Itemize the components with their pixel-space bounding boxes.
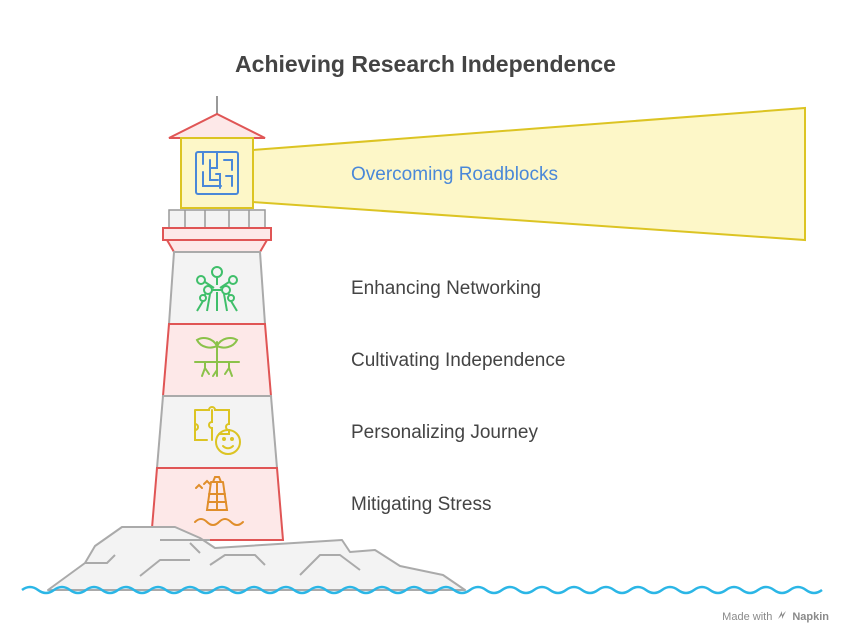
napkin-logo-icon [776,609,788,624]
balcony-skirt [165,239,269,253]
rocks [47,526,466,591]
maze-icon [195,151,239,195]
sprout-icon [194,337,240,377]
balcony-band [162,227,272,241]
lighthouse-roof [168,112,266,139]
puzzle-face-icon [194,406,241,455]
tower-segment-journey [155,395,279,469]
layer-label-independence: Cultivating Independence [351,350,566,371]
watermark: Made with Napkin [722,609,829,624]
watermark-prefix: Made with [722,610,773,623]
layer-label-roadblocks: Overcoming Roadblocks [351,164,558,185]
diagram-title: Achieving Research Independence [235,51,616,77]
network-atom-icon [196,266,238,312]
lighthouse-icon [194,476,244,526]
layer-label-stress: Mitigating Stress [351,494,492,515]
water-waves [21,585,823,595]
gallery-railing [168,209,266,229]
watermark-brand: Napkin [792,610,829,623]
layer-label-networking: Enhancing Networking [351,278,542,299]
tower-segment-networking [167,251,267,325]
layer-label-journey: Personalizing Journey [351,422,538,443]
